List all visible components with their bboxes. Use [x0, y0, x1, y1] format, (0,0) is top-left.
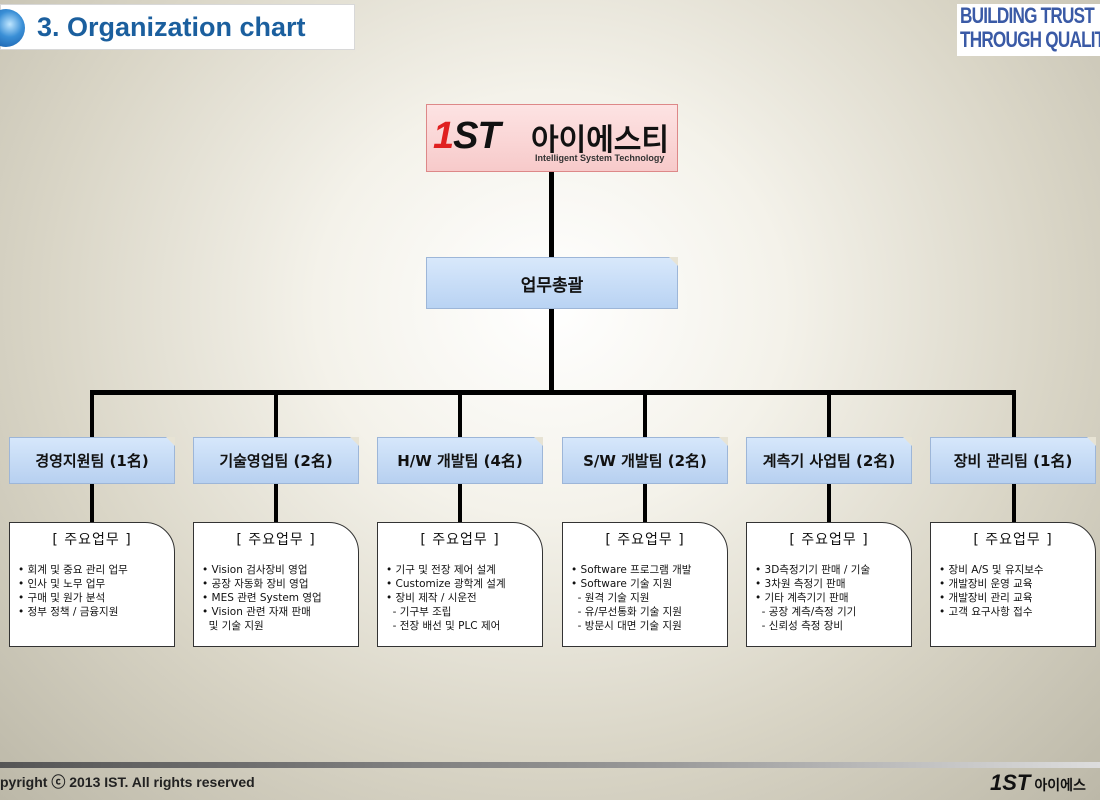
- team-box-instrument: 계측기 사업팀 (2名): [746, 437, 912, 484]
- duty-list: • 장비 A/S 및 유지보수 • 개발장비 운영 교육 • 개발장비 관리 교…: [939, 563, 1087, 619]
- page-title: 3. Organization chart: [37, 11, 306, 42]
- duty-item: • 구매 및 원가 분석: [18, 592, 106, 604]
- footer-logo-korean: 아이에스: [1034, 778, 1086, 794]
- duty-list: • Software 프로그램 개발 • Software 기술 지원 - 원격…: [571, 563, 719, 633]
- duty-item: • Customize 광학계 설계: [386, 578, 506, 590]
- duty-item: - 원격 기술 지원: [571, 592, 650, 604]
- connector-bus: [90, 390, 1016, 395]
- connector-team-4: [643, 390, 647, 437]
- duty-item: • Software 프로그램 개발: [571, 564, 692, 576]
- duty-item: • 고객 요구사항 접수: [939, 606, 1033, 618]
- connector-hq-bus: [549, 309, 554, 392]
- connector-team-5: [827, 390, 831, 437]
- company-logo-box: 1ST 아이에스티 Intelligent System Technology: [426, 104, 678, 172]
- connector-duty-4: [643, 484, 647, 522]
- duty-item: • Vision 검사장비 영업: [202, 564, 308, 576]
- duty-box-hw-dev: [ 주요업무 ] • 기구 및 전장 제어 설계 • Customize 광학계…: [377, 522, 543, 647]
- duty-box-instrument: [ 주요업무 ] • 3D측정기기 판매 / 기술 • 3차원 측정기 판매 •…: [746, 522, 912, 647]
- hq-label: 업무총괄: [520, 275, 584, 296]
- duty-box-equipment: [ 주요업무 ] • 장비 A/S 및 유지보수 • 개발장비 운영 교육 • …: [930, 522, 1096, 647]
- connector-duty-2: [274, 484, 278, 522]
- connector-duty-6: [1012, 484, 1016, 522]
- duty-list: • 기구 및 전장 제어 설계 • Customize 광학계 설계 • 장비 …: [386, 563, 534, 633]
- duty-item: • 3차원 측정기 판매: [755, 578, 846, 590]
- team-name: S/W 개발팀 (2名): [583, 452, 707, 470]
- duty-title: [ 주요업무 ]: [420, 532, 500, 548]
- duty-item: • 장비 제작 / 시운전: [386, 592, 477, 604]
- team-name: H/W 개발팀 (4名): [397, 452, 523, 470]
- connector-team-6: [1012, 390, 1016, 437]
- team-box-management: 경영지원팀 (1名): [9, 437, 175, 484]
- duty-item: • 회계 및 중요 관리 업무: [18, 564, 128, 576]
- team-name: 경영지원팀 (1名): [35, 452, 149, 470]
- duty-item: 및 기술 지원: [202, 620, 264, 632]
- connector-duty-3: [458, 484, 462, 522]
- duty-box-management: [ 주요업무 ] • 회계 및 중요 관리 업무 • 인사 및 노무 업무 • …: [9, 522, 175, 647]
- company-english-name: Intelligent System Technology: [535, 153, 665, 163]
- hq-box: 업무총괄: [426, 257, 678, 309]
- duty-item: • 개발장비 관리 교육: [939, 592, 1033, 604]
- duty-title: [ 주요업무 ]: [52, 532, 132, 548]
- duty-item: • 개발장비 운영 교육: [939, 578, 1033, 590]
- team-name: 계측기 사업팀 (2名): [762, 452, 896, 470]
- duty-box-sw-dev: [ 주요업무 ] • Software 프로그램 개발 • Software 기…: [562, 522, 728, 647]
- duty-title: [ 주요업무 ]: [789, 532, 869, 548]
- team-box-tech-sales: 기술영업팀 (2名): [193, 437, 359, 484]
- slogan-line-1: BUILDING TRUST: [960, 4, 1095, 28]
- duty-item: • 장비 A/S 및 유지보수: [939, 564, 1044, 576]
- team-name: 장비 관리팀 (1名): [953, 452, 1073, 470]
- globe-icon: [0, 9, 25, 47]
- team-box-hw-dev: H/W 개발팀 (4名): [377, 437, 543, 484]
- team-box-equipment: 장비 관리팀 (1名): [930, 437, 1096, 484]
- connector-team-3: [458, 390, 462, 437]
- duty-box-tech-sales: [ 주요업무 ] • Vision 검사장비 영업 • 공장 자동화 장비 영업…: [193, 522, 359, 647]
- team-box-sw-dev: S/W 개발팀 (2名): [562, 437, 728, 484]
- duty-item: • 인사 및 노무 업무: [18, 578, 106, 590]
- duty-list: • Vision 검사장비 영업 • 공장 자동화 장비 영업 • MES 관련…: [202, 563, 350, 633]
- connector-duty-5: [827, 484, 831, 522]
- duty-item: • 정부 정책 / 금융지원: [18, 606, 119, 618]
- footer-logo-mark: 1ST: [990, 770, 1031, 795]
- duty-title: [ 주요업무 ]: [605, 532, 685, 548]
- duty-item: • 3D측정기기 판매 / 기술: [755, 564, 871, 576]
- duty-item: • 기구 및 전장 제어 설계: [386, 564, 496, 576]
- team-name: 기술영업팀 (2名): [219, 452, 333, 470]
- duty-item: • Vision 관련 자재 판매: [202, 606, 311, 618]
- duty-list: • 회계 및 중요 관리 업무 • 인사 및 노무 업무 • 구매 및 원가 분…: [18, 563, 166, 619]
- duty-item: • MES 관련 System 영업: [202, 592, 322, 604]
- slogan-line-2: THROUGH QUALITY: [960, 27, 1100, 52]
- duty-item: • 공장 자동화 장비 영업: [202, 578, 309, 590]
- slogan: BUILDING TRUST THROUGH QUALITY: [957, 4, 1100, 56]
- duty-item: - 유/무선통화 기술 지원: [571, 606, 682, 618]
- duty-title: [ 주요업무 ]: [236, 532, 316, 548]
- duty-item: - 공장 계측/측정 기기: [755, 606, 857, 618]
- ist-logo-mark: 1ST: [433, 115, 501, 157]
- connector-team-2: [274, 390, 278, 437]
- duty-title: [ 주요업무 ]: [973, 532, 1053, 548]
- company-korean-name: 아이에스티: [531, 123, 669, 158]
- connector-logo-hq: [549, 172, 554, 257]
- connector-duty-1: [90, 484, 94, 522]
- duty-item: • 기타 계측기기 판매: [755, 592, 849, 604]
- footer-divider: [0, 762, 1100, 768]
- duty-item: - 기구부 조립: [386, 606, 452, 618]
- title-box: 3. Organization chart: [0, 4, 355, 50]
- connector-team-1: [90, 390, 94, 437]
- duty-list: • 3D측정기기 판매 / 기술 • 3차원 측정기 판매 • 기타 계측기기 …: [755, 563, 903, 633]
- duty-item: - 신뢰성 측정 장비: [755, 620, 844, 632]
- copyright-text: pyright ⓒ 2013 IST. All rights reserved: [0, 774, 255, 790]
- duty-item: - 방문시 대면 기술 지원: [571, 620, 682, 632]
- duty-item: - 전장 배선 및 PLC 제어: [386, 620, 501, 632]
- duty-item: • Software 기술 지원: [571, 578, 673, 590]
